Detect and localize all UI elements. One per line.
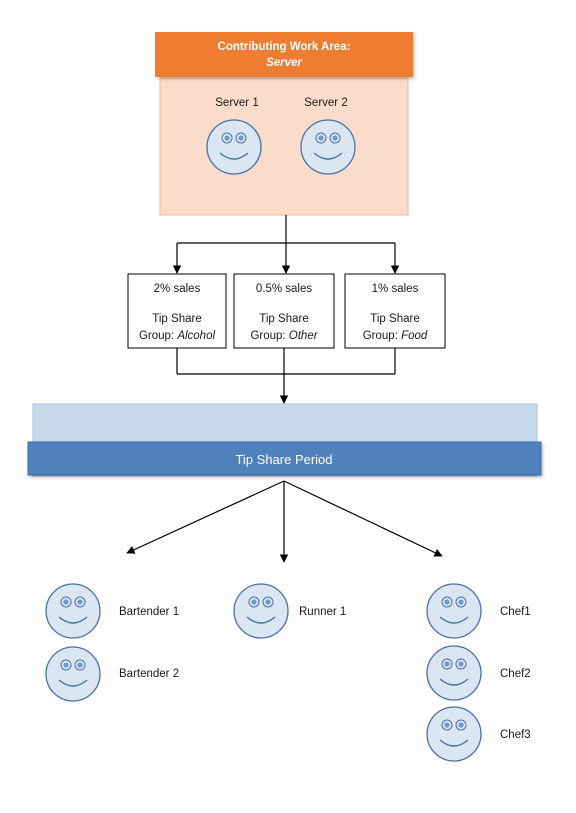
period-bar [27,441,542,476]
runner-1-label: Runner 1 [299,606,346,618]
contributing-work-area: Contributing Work Area: Server Server 1 … [155,32,413,216]
work-area-header [155,32,413,77]
tip-group-name-line: Group: Alcohol [139,330,216,342]
server-1-label: Server 1 [215,97,258,109]
tip-group-line: Tip Share [259,313,308,325]
recipients-bartenders: Bartender 1 Bartender 2 [45,583,179,702]
recipients-chefs: Chef1 Chef2 Chef3 [426,583,531,762]
server-2-label: Server 2 [304,97,347,109]
bartender-1-label: Bartender 1 [119,606,179,618]
face-icon [45,646,101,702]
face-icon [233,583,289,639]
work-area-name: Server [266,57,302,69]
distribution-connectors [172,215,400,274]
tip-group-rate: 2% sales [154,283,201,295]
work-area-title: Contributing Work Area: [218,41,351,53]
face-icon [206,119,262,175]
period-label: Tip Share Period [235,452,332,467]
chef-1-label: Chef1 [500,606,531,618]
face-icon [426,583,482,639]
tip-group-rate: 1% sales [372,283,419,295]
tip-group-line: Tip Share [370,313,419,325]
tip-group-name-line: Group: Other [250,330,318,342]
work-area-panel [159,77,409,216]
tip-group-rate: 0.5% sales [256,283,313,295]
bartender-2-label: Bartender 2 [119,668,179,680]
recipient-arrows [126,480,443,563]
face-icon [426,706,482,762]
tip-group-food: 1% sales Tip Share Group: Food [344,273,446,349]
tip-share-period: Tip Share Period [27,403,542,477]
tip-group-alcohol: 2% sales Tip Share Group: Alcohol [127,273,227,349]
pooling-connectors [176,348,396,404]
tip-group-name-line: Group: Food [363,330,428,342]
recipients-runners: Runner 1 [233,583,346,639]
face-icon [45,583,101,639]
chef-3-label: Chef3 [500,729,531,741]
face-icon [426,645,482,701]
face-icon [300,119,356,175]
tip-group-other: 0.5% sales Tip Share Group: Other [233,273,335,349]
chef-2-label: Chef2 [500,668,531,680]
tip-group-line: Tip Share [152,313,201,325]
